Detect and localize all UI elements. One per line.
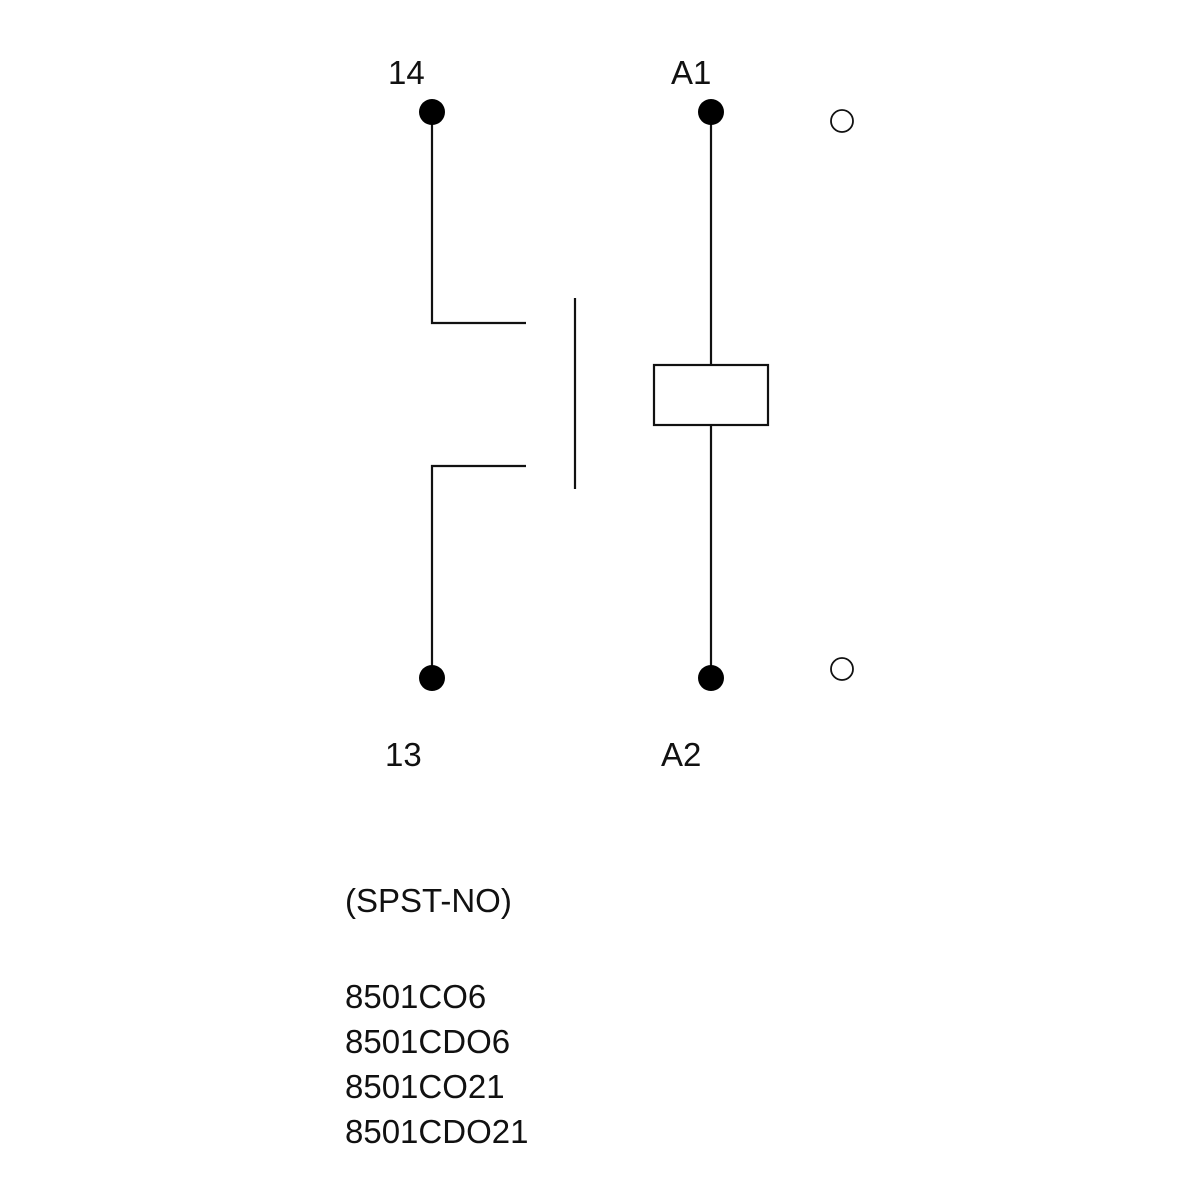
part-number: 8501CO6 xyxy=(345,978,487,1015)
part-number: 8501CO21 xyxy=(345,1068,505,1105)
terminal-13-dot xyxy=(419,665,445,691)
terminal-14-dot xyxy=(419,99,445,125)
coil-symbol xyxy=(652,363,770,427)
coil-branch xyxy=(652,99,770,691)
terminal-a2-dot xyxy=(698,665,724,691)
terminal-a1-dot xyxy=(698,99,724,125)
part-number-list: 8501CO6 8501CDO6 8501CO21 8501CDO21 xyxy=(345,974,528,1154)
hollow-terminal-top xyxy=(830,109,854,133)
contact-upper-wire xyxy=(430,112,526,325)
terminal-label-14: 14 xyxy=(388,54,425,91)
contact-lower-wire xyxy=(430,464,526,678)
contact-type-label: (SPST-NO) xyxy=(345,882,512,919)
terminal-label-a2: A2 xyxy=(661,736,701,773)
terminal-label-13: 13 xyxy=(385,736,422,773)
part-number: 8501CDO6 xyxy=(345,1023,511,1060)
part-number: 8501CDO21 xyxy=(345,1113,529,1150)
no-contact-branch xyxy=(419,99,577,691)
terminal-label-a1: A1 xyxy=(671,54,711,91)
hollow-terminal-bottom xyxy=(830,657,854,681)
